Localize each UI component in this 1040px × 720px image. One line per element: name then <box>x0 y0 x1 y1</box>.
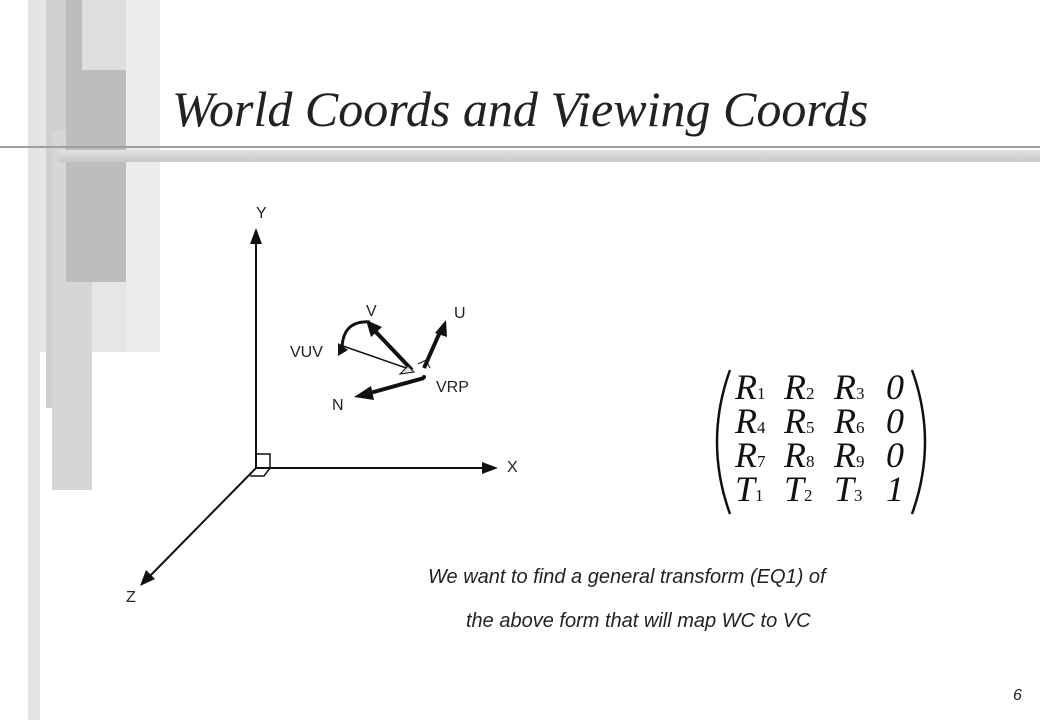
matrix-cell: R4 <box>735 401 766 441</box>
vrp-point <box>422 375 426 379</box>
matrix-cell: T3 <box>834 469 863 509</box>
caption-line-2: the above form that will map WC to VC <box>466 610 811 632</box>
n-vector-arrowhead <box>354 386 374 400</box>
matrix-cell: R1 <box>735 367 766 407</box>
decor-bar-7 <box>126 0 160 352</box>
matrix-cell: 0 <box>886 367 904 407</box>
title-rule <box>0 146 1040 148</box>
caption-line-1: We want to find a general transform (EQ1… <box>428 566 826 588</box>
matrix-cell: R7 <box>735 435 766 475</box>
v-label: V <box>366 303 377 320</box>
u-vector-arrowhead <box>435 320 447 337</box>
v-vector-arrowhead <box>366 320 382 337</box>
u-vector <box>422 331 442 369</box>
matrix-cell: R9 <box>834 435 865 475</box>
n-vector <box>369 376 425 395</box>
matrix-cell: R5 <box>784 401 815 441</box>
u-label: U <box>454 305 466 322</box>
y-axis-arrowhead <box>250 228 262 244</box>
matrix-cell: 1 <box>886 469 904 509</box>
matrix-cell: T1 <box>735 469 764 509</box>
origin-depth-marker <box>250 467 271 477</box>
page-number: 6 <box>1013 687 1022 704</box>
matrix-left-paren <box>715 369 732 515</box>
matrix-cell: R8 <box>784 435 815 475</box>
vuv-arrowhead <box>338 343 348 356</box>
y-axis-label: Y <box>256 205 267 222</box>
x-axis-arrowhead <box>482 462 498 474</box>
z-axis-label: Z <box>126 589 136 606</box>
matrix-cell: R2 <box>784 367 815 407</box>
matrix-cell: 0 <box>886 435 904 475</box>
vuv-line <box>339 344 413 371</box>
matrix-cell: R6 <box>834 401 865 441</box>
n-label: N <box>332 397 344 414</box>
matrix-right-paren <box>910 369 927 515</box>
origin-right-angle <box>255 453 271 469</box>
decor-bar-1 <box>28 0 40 720</box>
matrix-cell: 0 <box>886 401 904 441</box>
vuv-to-v-arc <box>340 320 371 351</box>
x-axis-label: X <box>507 459 518 476</box>
z-axis <box>147 467 257 579</box>
right-angle-vu <box>417 359 431 369</box>
matrix-cell: R3 <box>834 367 865 407</box>
right-angle-vn <box>398 365 416 375</box>
slide-title: World Coords and Viewing Coords <box>172 81 869 137</box>
vrp-label: VRP <box>436 379 469 396</box>
vuv-label: VUV <box>290 344 323 361</box>
z-axis-arrowhead <box>140 570 155 586</box>
matrix-cell: T2 <box>784 469 813 509</box>
v-vector <box>372 328 414 372</box>
title-underline-band <box>58 150 1040 162</box>
decor-bar-6 <box>82 0 126 70</box>
